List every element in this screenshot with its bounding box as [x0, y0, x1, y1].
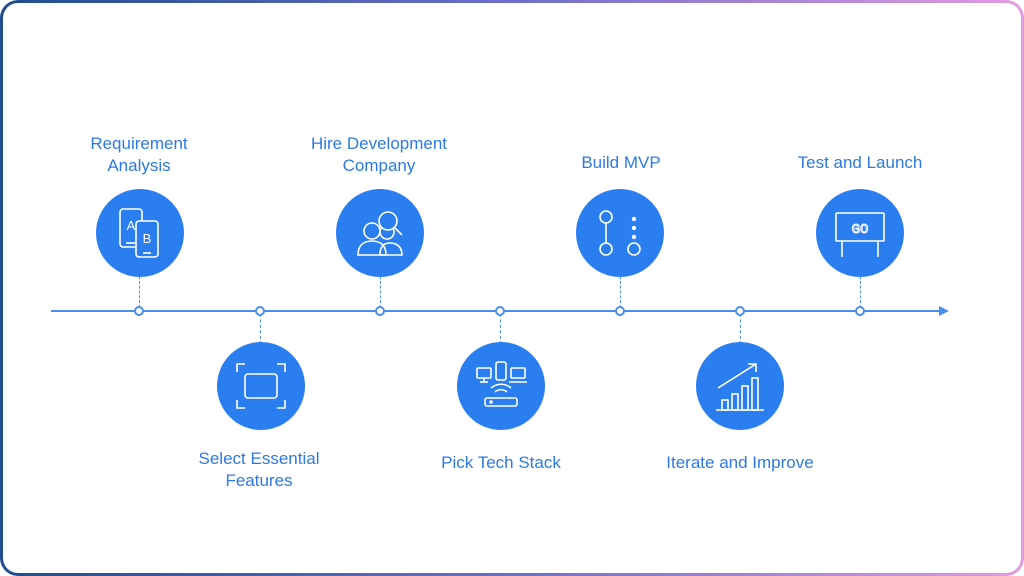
timeline-arrowhead [939, 306, 949, 316]
step-circle-pick-tech-stack [457, 342, 545, 430]
step-label-iterate-and-improve: Iterate and Improve [640, 452, 840, 474]
timeline-dot-step-5 [615, 306, 625, 316]
step-circle-build-mvp [576, 189, 664, 277]
step-circle-iterate-and-improve [696, 342, 784, 430]
step-6-label-line-1: Iterate and Improve [666, 453, 814, 472]
step-3-label-line-1: Hire Development [310, 134, 448, 153]
phone-a-text: A [127, 218, 136, 233]
timeline-dot-step-2 [255, 306, 265, 316]
phone-b-text: B [143, 231, 152, 246]
devices-network-icon [476, 361, 527, 407]
timeline-dot-step-3 [375, 306, 385, 316]
people-search-icon [357, 211, 403, 256]
step-label-select-essential-features: Select Essential Features [159, 448, 359, 492]
step-circle-test-and-launch: GO [816, 189, 904, 277]
step-circle-requirement-analysis: A B [96, 189, 184, 277]
step-1-label-line-1: Requirement [90, 134, 188, 153]
step-label-requirement-analysis: Requirement Analysis [39, 133, 239, 177]
step-3-label-line-2: Company [342, 156, 416, 175]
node-flow-icon [599, 210, 641, 256]
step-2-label-line-2: Features [225, 471, 293, 490]
timeline-dot-step-4 [495, 306, 505, 316]
step-label-pick-tech-stack: Pick Tech Stack [401, 452, 601, 474]
growth-chart-icon [716, 363, 764, 411]
timeline-dot-step-6 [735, 306, 745, 316]
connector-step-2 [260, 314, 261, 344]
connector-step-7 [860, 276, 861, 308]
connector-step-6 [740, 314, 741, 344]
connector-step-1 [139, 276, 140, 308]
connector-step-4 [500, 314, 501, 344]
step-4-label-line-1: Pick Tech Stack [441, 453, 561, 472]
step-label-test-and-launch: Test and Launch [760, 152, 960, 174]
step-2-label-line-1: Select Essential [198, 449, 320, 468]
step-label-build-mvp: Build MVP [521, 152, 721, 174]
step-circle-hire-development-company [336, 189, 424, 277]
step-label-hire-development-company: Hire Development Company [279, 133, 479, 177]
frame-select-icon [236, 363, 286, 409]
phones-ab-icon: A B [119, 208, 159, 258]
timeline-dot-step-1 [134, 306, 144, 316]
go-board-icon: GO [835, 212, 885, 257]
connector-step-5 [620, 276, 621, 308]
step-7-label-line-1: Test and Launch [797, 153, 923, 172]
step-1-label-line-2: Analysis [107, 156, 171, 175]
diagram-canvas: A B Requirement Analysis Select Essentia… [3, 3, 1021, 573]
go-text: GO [852, 222, 869, 238]
step-5-label-line-1: Build MVP [581, 153, 661, 172]
connector-step-3 [380, 276, 381, 308]
step-circle-select-essential-features [217, 342, 305, 430]
timeline-dot-step-7 [855, 306, 865, 316]
